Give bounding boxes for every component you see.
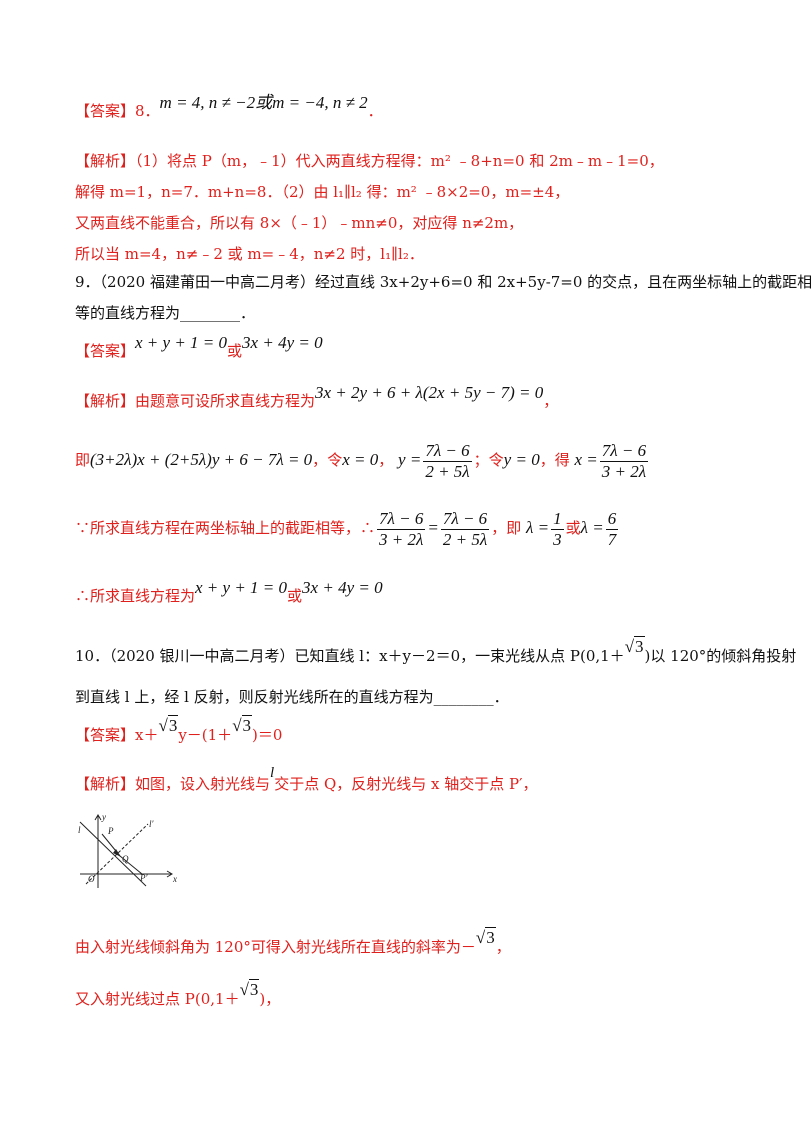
incident-ray-arrow [113, 849, 121, 857]
svg-text:l: l [78, 825, 81, 835]
svg-text:x: x [172, 874, 177, 884]
q10-question-line-2: 到直线 l 上，经 l 反射，则反射光线所在的直线方程为________． [75, 688, 509, 706]
q9-answer: 【答案】x + y + 1 = 0或3x + 4y = 0 [75, 333, 323, 360]
q9-answer-b: 3x + 4y = 0 [242, 333, 323, 352]
sqrt-3: √3 [624, 636, 645, 656]
q8-analysis-line-3: 又两直线不能重合，所以有 8×（﹣1）﹣mn≠0，对应得 n≠2m， [75, 214, 524, 232]
q9-conclusion: ∴所求直线方程为x + y + 1 = 0或3x + 4y = 0 [75, 578, 383, 605]
svg-text:P: P [107, 826, 114, 836]
q9-question-line-2: 等的直线方程为________． [75, 304, 256, 322]
svg-text:P′: P′ [139, 873, 148, 883]
svg-text:O: O [88, 874, 95, 884]
q8-analysis-line-1: 【解析】（1）将点 P（m，﹣1）代入两直线方程得：m² ﹣8+n=0 和 2m… [75, 152, 664, 170]
q8-answer-math: m = 4, n ≠ −2或m = −4, n ≠ 2 [159, 93, 368, 112]
svg-text:l′: l′ [149, 819, 155, 829]
line-l-prime [85, 823, 149, 885]
q10-analysis-line-1: 【解析】如图，设入射光线与l交于点 Q，反射光线与 x 轴交于点 P′， [75, 765, 538, 793]
x-axis-arrow [166, 870, 173, 878]
q8-analysis-line-2: 解得 m=1，n=7．m+n=8．（2）由 l₁∥l₂ 得：m² ﹣8×2=0，… [75, 183, 570, 201]
q9-question-line-1: 9．（2020 福建莆田一中高二月考）经过直线 3x+2y+6=0 和 2x+5… [75, 273, 812, 291]
svg-text:Q: Q [122, 854, 129, 864]
svg-text:y: y [101, 812, 106, 822]
line-l [79, 821, 147, 887]
q9-analysis-eq: 3x + 2y + 6 + λ(2x + 5y − 7) = 0 [315, 383, 544, 402]
q8-analysis-line-4: 所以当 m=4，n≠﹣2 或 m=﹣4，n≠2 时，l₁∥l₂． [75, 245, 424, 263]
reflected-ray [119, 855, 143, 875]
reflection-figure: y x l l′ P Q P′ O [78, 812, 177, 888]
y-axis-arrow [94, 814, 102, 821]
q10-passes-line: 又入射光线过点 P(0,1＋√3)， [75, 979, 281, 1008]
q10-slope-line: 由入射光线倾斜角为 120°可得入射光线所在直线的斜率为－√3， [75, 927, 511, 956]
q10-answer: 【答案】x＋√3y－(1＋√3)＝0 [75, 715, 283, 744]
q9-step-eq: (3+2λ)x + (2+5λ)y + 6 − 7λ = 0 [90, 450, 313, 469]
q9-analysis-line-2: 即(3+2λ)x + (2+5λ)y + 6 − 7λ = 0，令x = 0， … [75, 440, 649, 481]
q9-analysis-line-1: 【解析】由题意可设所求直线方程为3x + 2y + 6 + λ(2x + 5y … [75, 383, 559, 410]
q10-question-line-1: 10．（2020 银川一中高二月考）已知直线 l：x＋y－2＝0，一束光线从点 … [75, 636, 797, 665]
q8-answer: 【答案】8．m = 4, n ≠ −2或m = −4, n ≠ 2． [75, 93, 383, 120]
q9-answer-a: x + y + 1 = 0 [135, 333, 228, 352]
